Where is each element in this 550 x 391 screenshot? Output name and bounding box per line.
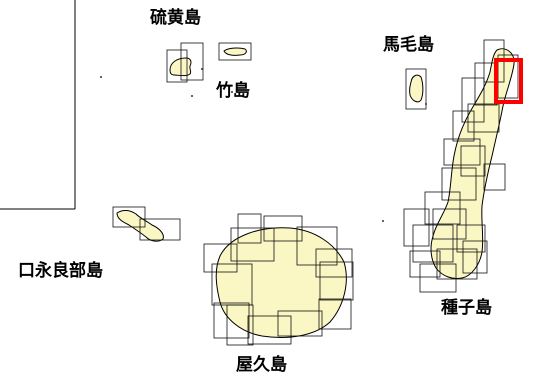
label-take-island: 竹島: [216, 81, 250, 101]
label-tanegashima-island: 種子島: [441, 298, 492, 318]
iwo-island: [166, 42, 204, 83]
inset-frame: [0, 0, 76, 210]
label-iwo-island: 硫黄島: [150, 8, 201, 28]
take-island: [218, 42, 252, 61]
tanegashima-island: [403, 39, 519, 293]
highlighted-map-sheet[interactable]: [494, 58, 523, 104]
label-mage-island: 馬毛島: [383, 35, 434, 55]
mage-island: [405, 68, 427, 110]
kuchinoerabu-island: [112, 206, 181, 242]
label-yakushima-island: 屋久島: [236, 355, 287, 375]
small-islets: [100, 68, 427, 222]
yakushima-island: [203, 213, 354, 346]
label-kuchinoerabu-island: 口永良部島: [18, 261, 103, 281]
